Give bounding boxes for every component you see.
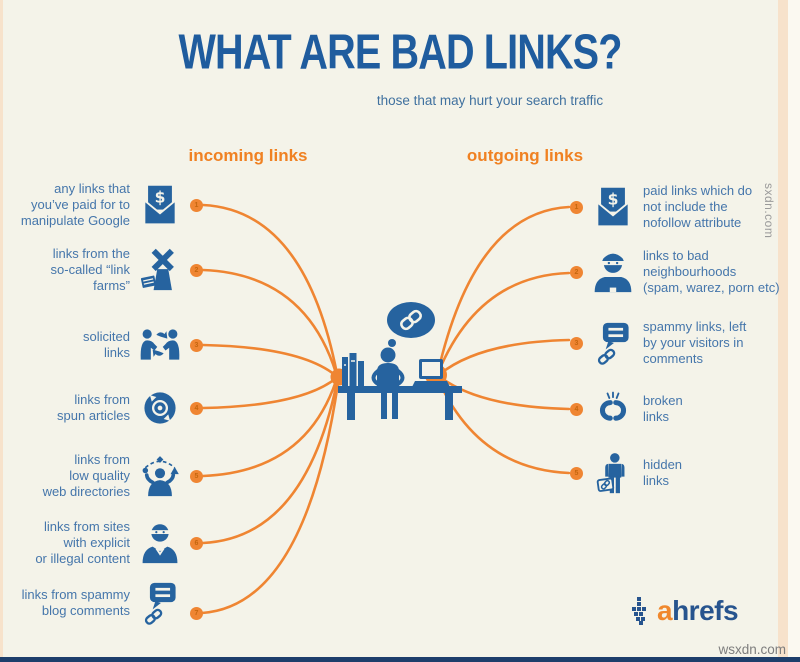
comment-chain-icon: [591, 320, 635, 366]
item-label: links from spun articles: [57, 392, 130, 423]
incoming-item-paid-links: any links that you’ve paid for to manipu…: [0, 163, 203, 247]
page-subtitle: those that may hurt your search traffic: [376, 93, 604, 108]
watermark-bottom: wsxdn.com: [718, 642, 786, 657]
people-exchange-icon: [138, 322, 182, 368]
item-label: links from the so-called “link farms”: [50, 246, 130, 293]
burglar-icon: [591, 249, 635, 295]
incoming-item-web-directories: links from low quality web directories 5: [0, 434, 203, 518]
item-label: links from sites with explicit or illega…: [35, 519, 130, 566]
logo-wordmark: ahrefs: [657, 595, 739, 626]
hidden-person-icon: [591, 450, 635, 496]
money-envelope-icon: [138, 182, 182, 228]
outgoing-item-hidden-links: 5 hidden links: [570, 431, 800, 515]
item-label: links from low quality web directories: [42, 452, 130, 499]
connector-dot: 1: [190, 198, 203, 212]
book: [342, 357, 348, 386]
pixel-hand-icon: [632, 597, 646, 625]
connector-dot: 2: [190, 263, 203, 277]
broken-chain-icon: [591, 386, 635, 432]
ahrefs-logo: ahrefs: [630, 595, 739, 626]
money-envelope-icon: [591, 184, 635, 230]
person-at-desk-thinking-of-links-icon: [338, 302, 462, 420]
item-label: broken links: [643, 393, 683, 424]
person-arms: [371, 369, 405, 386]
item-label: links to bad neighbourhoods (spam, warez…: [643, 248, 780, 295]
incoming-item-link-farms: links from the so-called “link farms” 2: [0, 228, 203, 312]
outgoing-item-paid-links: 1 paid links which do not include the no…: [570, 165, 800, 249]
outgoing-item-broken-links: 4 broken links: [570, 367, 800, 451]
right-edge-band: [788, 0, 800, 662]
incoming-item-solicited: solicited links 3: [0, 303, 203, 387]
connector-dot: 3: [570, 336, 583, 350]
juggler-icon: [138, 453, 182, 499]
connector-dot: 7: [190, 606, 203, 620]
item-label: any links that you’ve paid for to manipu…: [20, 181, 130, 228]
book: [358, 361, 364, 386]
outgoing-item-spammy-comments: 3 spammy links, left by your visitors in…: [570, 301, 800, 385]
connector-dot: 4: [190, 401, 203, 415]
item-label: paid links which do not include the nofo…: [643, 183, 753, 230]
windmill-icon: [138, 247, 182, 293]
connector-dot: 5: [570, 466, 583, 480]
connector-dot: 2: [570, 265, 583, 279]
item-label: solicited links: [83, 329, 130, 360]
person-leg: [392, 393, 398, 419]
bottom-navy-bar: [0, 657, 800, 662]
masked-person-icon: [138, 520, 182, 566]
right-hub-dot: [425, 364, 447, 386]
desk-leg: [445, 393, 453, 420]
connector-dot: 6: [190, 536, 203, 550]
outgoing-links-header: outgoing links: [466, 146, 584, 165]
page-title: WHAT ARE BAD LINKS?: [178, 23, 622, 80]
person-leg: [381, 393, 387, 419]
item-label: links from spammy blog comments: [21, 587, 130, 618]
laptop-screen: [419, 359, 443, 379]
incoming-links-header: incoming links: [188, 146, 308, 165]
outgoing-item-bad-neighbourhoods: 2 links to bad neighbourhoods (spam, war…: [570, 230, 800, 314]
thought-bubble: [387, 302, 435, 338]
desk-leg: [347, 393, 355, 420]
spinning-disc-icon: [138, 385, 182, 431]
item-label: spammy links, left by your visitors in c…: [643, 319, 747, 366]
connector-dot: 4: [570, 402, 583, 416]
book: [349, 353, 357, 386]
desk-top: [338, 386, 462, 393]
watermark-side: sxdn.com: [762, 183, 776, 239]
connector-dot: 1: [570, 200, 583, 214]
incoming-item-blog-comments: links from spammy blog comments 7: [0, 561, 203, 645]
connector-dot: 5: [190, 469, 203, 483]
laptop-base: [412, 381, 450, 386]
incoming-item-illegal-content: links from sites with explicit or illega…: [0, 501, 203, 585]
person-body: [377, 363, 399, 386]
person-head: [380, 347, 396, 363]
comment-link-icon: [138, 580, 182, 626]
left-peach-strip: [0, 0, 3, 662]
left-hub-dot: [330, 368, 348, 386]
incoming-item-spun-articles: links from spun articles 4: [0, 366, 203, 450]
item-label: hidden links: [643, 457, 683, 488]
right-peach-strip: [778, 0, 788, 662]
link-icon: [400, 309, 422, 331]
connector-dot: 3: [190, 338, 203, 352]
